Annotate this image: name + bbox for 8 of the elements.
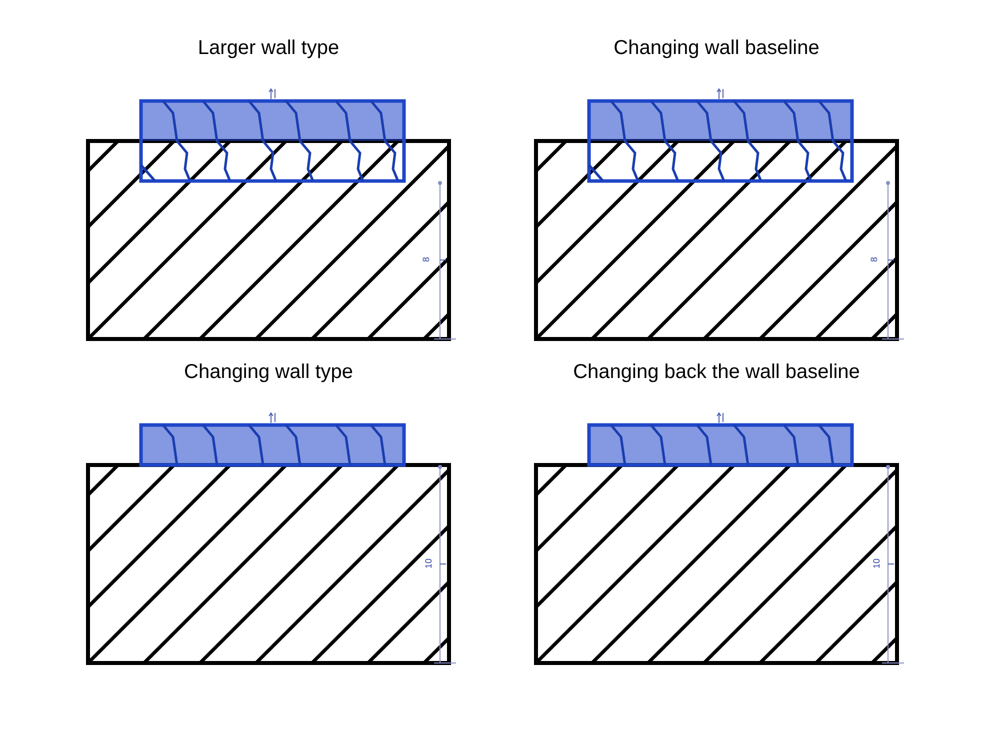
panel-title: Changing wall type bbox=[183, 360, 354, 385]
dimension-value: 8 bbox=[422, 257, 431, 262]
panel-title: Larger wall type bbox=[196, 36, 340, 61]
panel-title: Changing back the wall baseline bbox=[572, 360, 861, 385]
dimension-value: 10 bbox=[424, 558, 434, 568]
dimension-value: 8 bbox=[870, 257, 879, 262]
panel-title: Changing wall baseline bbox=[612, 36, 820, 61]
dimension-value: 10 bbox=[872, 558, 882, 568]
